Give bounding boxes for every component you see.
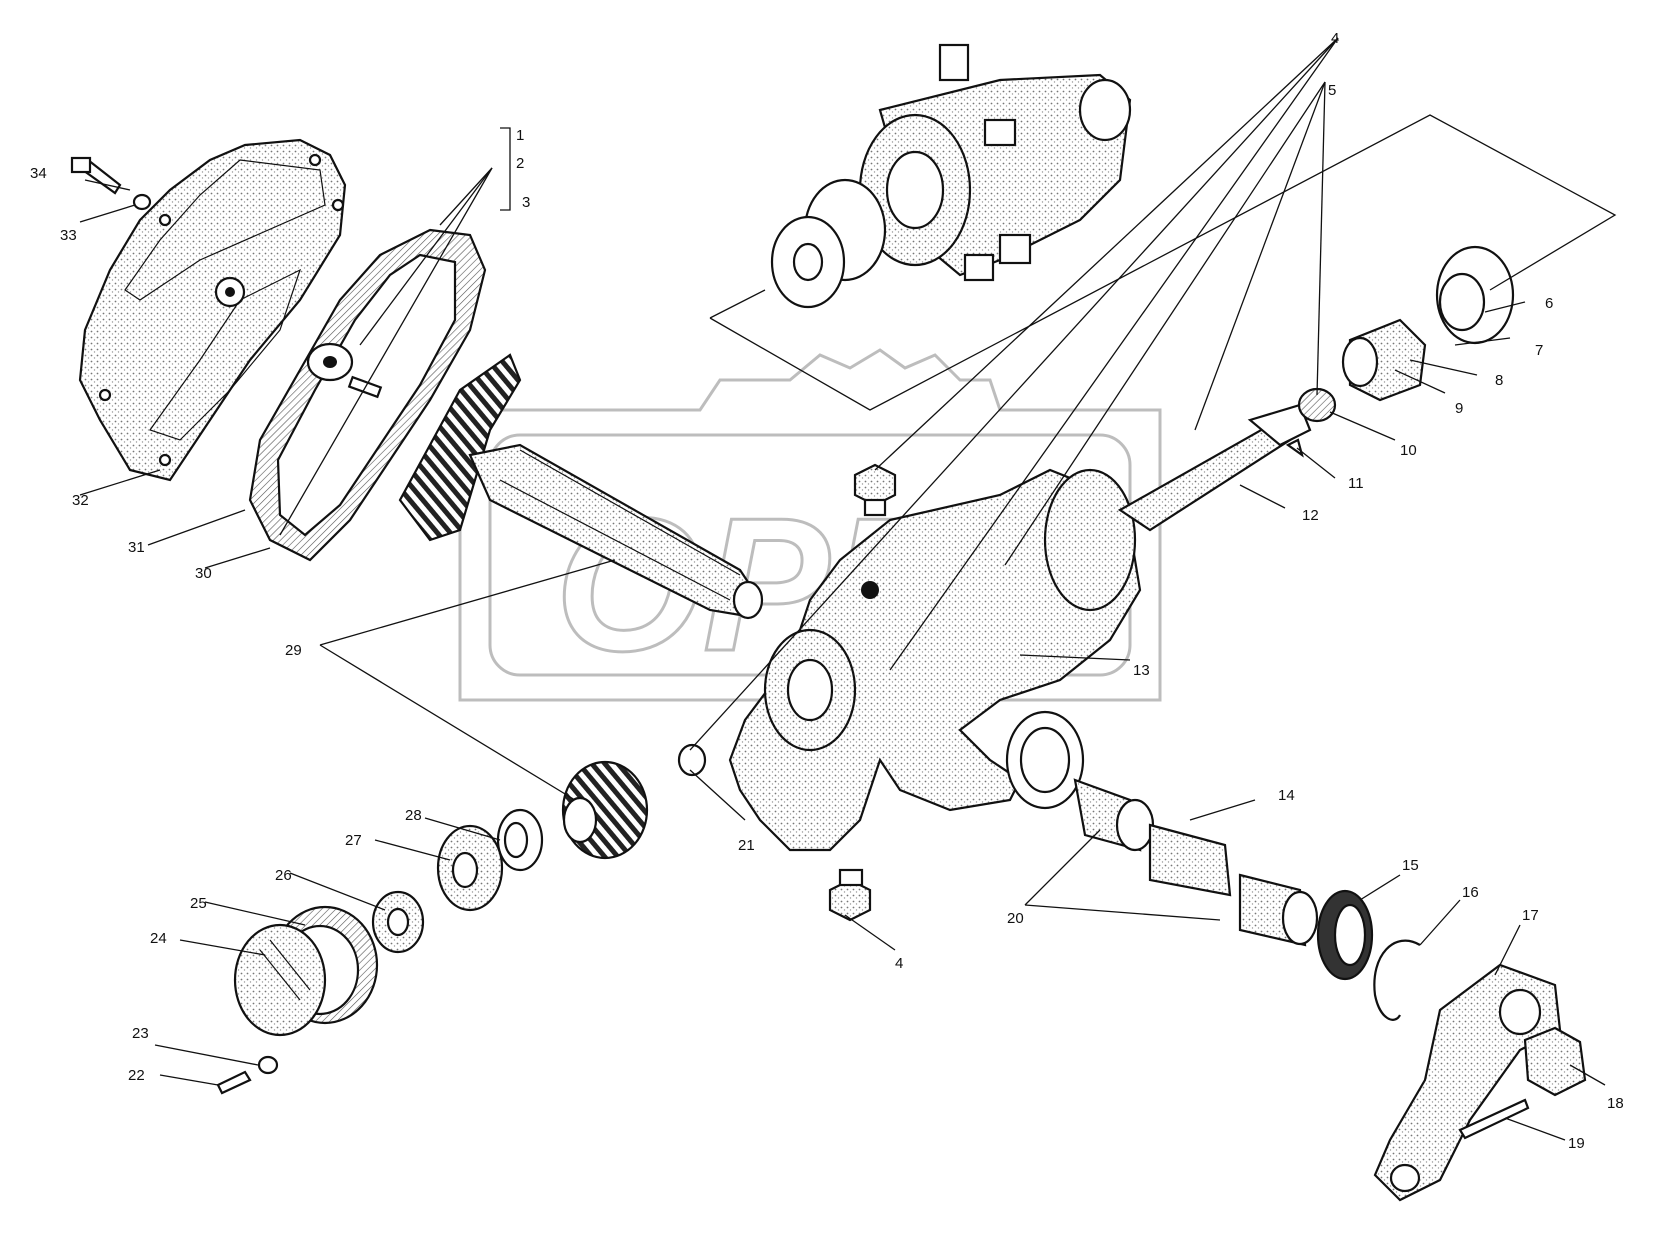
part-sector-shaft bbox=[398, 353, 764, 620]
callout-32: 32 bbox=[72, 492, 89, 509]
callout-10: 10 bbox=[1400, 442, 1417, 459]
callout-2: 2 bbox=[516, 155, 524, 172]
part-bearing-cone bbox=[770, 178, 887, 309]
part-sleeve bbox=[1341, 318, 1427, 402]
leader-lines bbox=[79, 37, 1617, 1141]
callout-29: 29 bbox=[285, 642, 302, 659]
part-bolt-34 bbox=[70, 156, 122, 195]
callout-11: 11 bbox=[1348, 475, 1364, 492]
part-worm-gear bbox=[561, 760, 649, 860]
callout-26: 26 bbox=[275, 867, 292, 884]
part-small-bearing bbox=[1285, 387, 1337, 458]
part-castle-nut bbox=[1523, 1026, 1587, 1097]
callout-24: 24 bbox=[150, 930, 167, 947]
part-worm-shaft bbox=[1117, 403, 1312, 532]
part-steering-gear-housing bbox=[728, 468, 1142, 852]
callout-21: 21 bbox=[738, 837, 755, 854]
part-retaining-ring bbox=[1373, 939, 1421, 1021]
callout-13: 13 bbox=[1133, 662, 1150, 679]
callout-4-bottom: 4 bbox=[895, 955, 903, 972]
part-bushing-1 bbox=[1073, 778, 1155, 852]
part-cotter-pin bbox=[1458, 1098, 1530, 1140]
part-bearing-ring bbox=[496, 808, 544, 872]
part-plug-top bbox=[853, 463, 897, 517]
callout-18: 18 bbox=[1607, 1095, 1624, 1112]
callout-27: 27 bbox=[345, 832, 362, 849]
callout-8: 8 bbox=[1495, 372, 1503, 389]
callout-34: 34 bbox=[30, 165, 47, 182]
callout-labels: 1 2 3 4 5 6 7 8 9 10 11 12 13 14 15 16 1… bbox=[30, 30, 1624, 1152]
callout-7: 7 bbox=[1535, 342, 1543, 359]
part-bushing-3 bbox=[1238, 873, 1319, 947]
callout-5: 5 bbox=[1328, 82, 1336, 99]
part-nut-26 bbox=[371, 890, 425, 954]
callout-23: 23 bbox=[132, 1025, 149, 1042]
part-differential-housing bbox=[858, 43, 1132, 282]
callout-9: 9 bbox=[1455, 400, 1463, 417]
callout-4: 4 bbox=[1331, 30, 1339, 47]
part-pitman-arm bbox=[1373, 963, 1562, 1202]
callout-15: 15 bbox=[1402, 857, 1419, 874]
callout-28: 28 bbox=[405, 807, 422, 824]
part-washer-33 bbox=[132, 193, 152, 211]
part-seal bbox=[1316, 889, 1374, 981]
callout-31: 31 bbox=[128, 539, 145, 556]
callout-30: 30 bbox=[195, 565, 212, 582]
callout-1: 1 bbox=[516, 127, 524, 144]
part-bolt-22 bbox=[216, 1070, 252, 1095]
callout-17: 17 bbox=[1522, 907, 1539, 924]
part-cover-plate bbox=[78, 138, 347, 482]
part-washer-23 bbox=[257, 1055, 279, 1075]
callout-19: 19 bbox=[1568, 1135, 1585, 1152]
callout-12: 12 bbox=[1302, 507, 1319, 524]
part-bearing-cup bbox=[1435, 245, 1515, 345]
part-end-cap bbox=[233, 923, 327, 1037]
part-plug-bottom bbox=[828, 868, 872, 922]
part-bushing-2 bbox=[1148, 823, 1232, 897]
callout-3: 3 bbox=[522, 194, 530, 211]
part-ball-bearing bbox=[436, 824, 504, 912]
callout-33: 33 bbox=[60, 227, 77, 244]
callout-25: 25 bbox=[190, 895, 207, 912]
callout-22: 22 bbox=[128, 1067, 145, 1084]
callout-6: 6 bbox=[1545, 295, 1553, 312]
part-pin bbox=[677, 743, 707, 777]
part-gasket bbox=[248, 228, 487, 562]
callout-20: 20 bbox=[1007, 910, 1024, 927]
callout-14: 14 bbox=[1278, 787, 1295, 804]
callout-16: 16 bbox=[1462, 884, 1479, 901]
